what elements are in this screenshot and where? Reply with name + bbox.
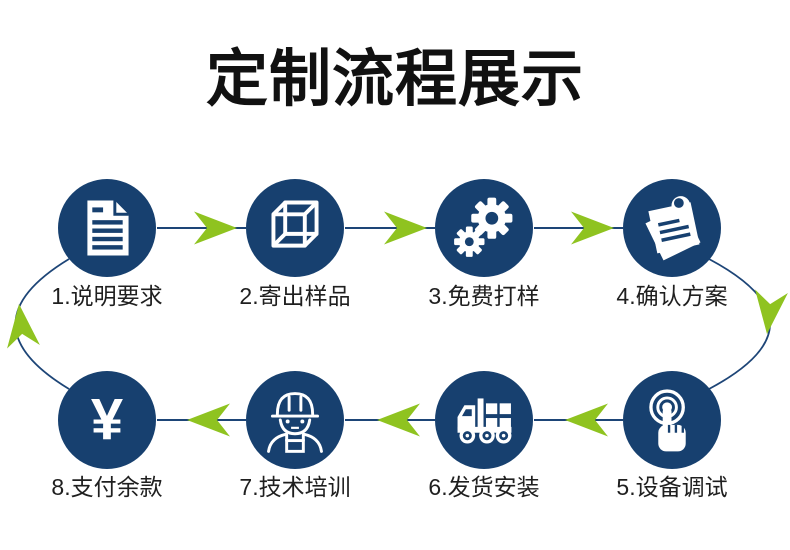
arrow-left-icon	[377, 403, 420, 437]
worker-icon	[267, 392, 323, 453]
step-label-8: 8.支付余款	[51, 474, 163, 500]
step-circle-8: ¥	[58, 371, 156, 469]
step-circle-2	[246, 179, 344, 277]
arrow-right-icon	[571, 211, 614, 245]
arrow-right-icon	[384, 211, 427, 245]
connector-4-5-curve	[708, 258, 771, 390]
step-label-2: 2.寄出样品	[239, 283, 351, 309]
step-circle-5	[623, 371, 721, 469]
document-icon	[87, 200, 129, 256]
arrow-left-icon	[187, 403, 230, 437]
step-circle-3	[435, 179, 533, 277]
step-label-4: 4.确认方案	[616, 283, 728, 309]
step-label-1: 1.说明要求	[51, 283, 163, 309]
arrow-down-icon	[755, 289, 788, 334]
step-circle-1	[58, 179, 156, 277]
arrow-left-icon	[565, 403, 608, 437]
yen-icon: ¥	[90, 387, 124, 452]
gears-icon	[454, 197, 513, 257]
step-circle-7	[246, 371, 344, 469]
page-title: 定制流程展示	[205, 45, 584, 114]
step-circle-6	[435, 371, 533, 469]
touch-icon	[649, 389, 686, 452]
step-label-3: 3.免费打样	[428, 283, 540, 309]
cube-icon	[271, 200, 319, 248]
arrow-up-icon	[7, 304, 40, 349]
arrow-right-icon	[194, 211, 237, 245]
step-label-7: 7.技术培训	[239, 474, 351, 500]
step-circle-4	[623, 179, 721, 277]
notes-icon	[645, 196, 701, 261]
step-label-6: 6.发货安装	[428, 474, 540, 500]
step-label-5: 5.设备调试	[616, 474, 728, 500]
truck-icon	[457, 398, 512, 444]
